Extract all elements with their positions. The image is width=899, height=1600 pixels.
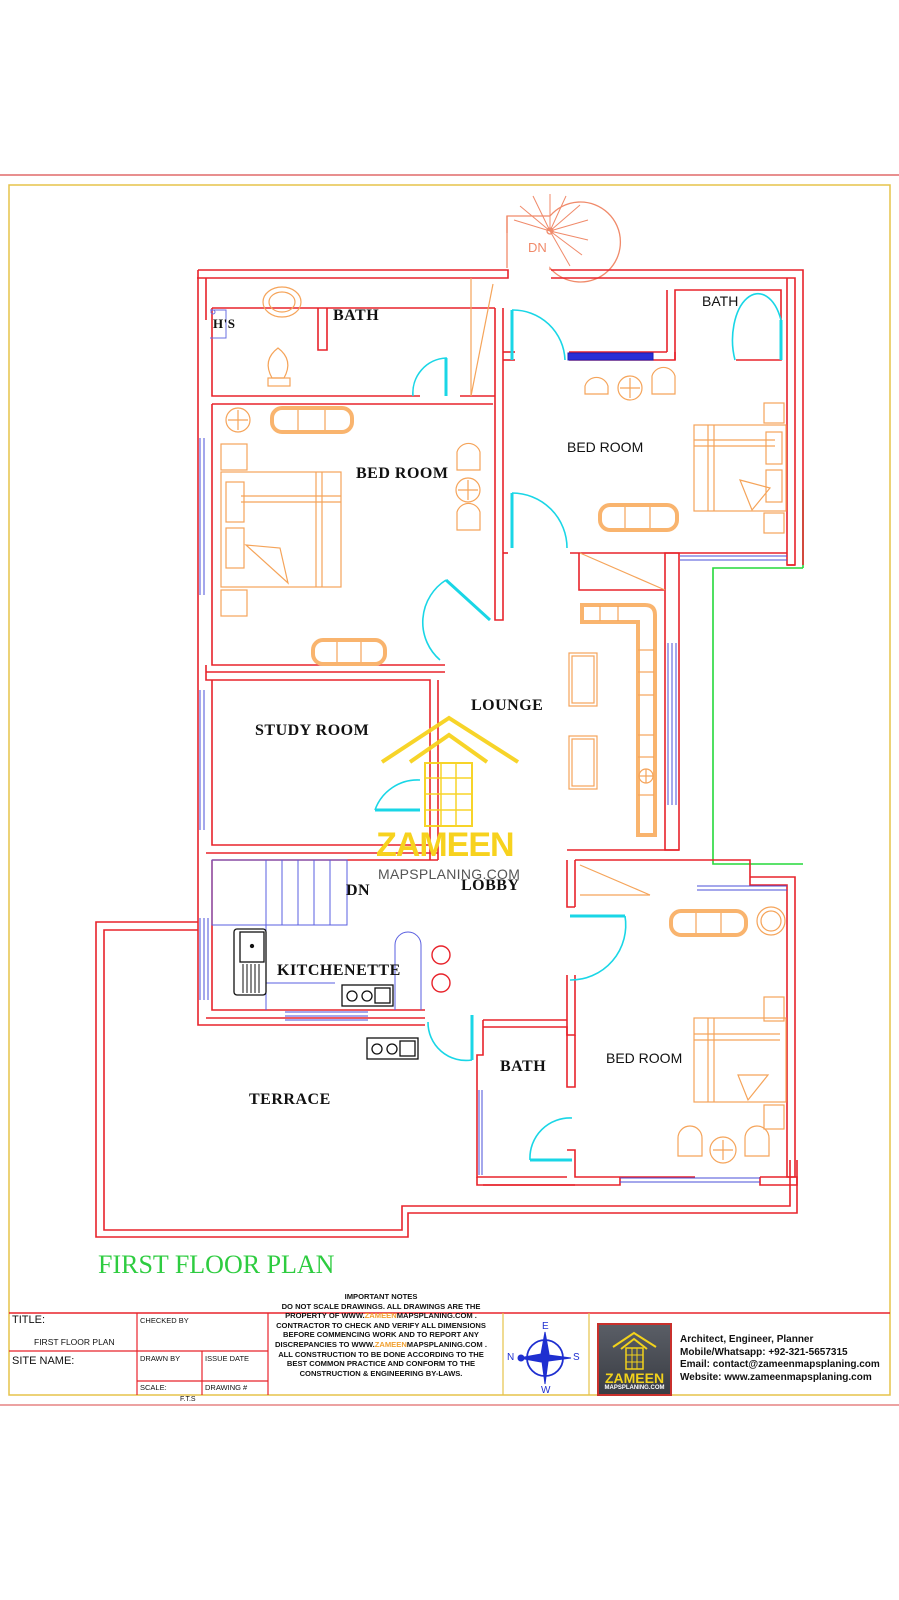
checked-by-label: CHECKED BY <box>140 1316 189 1325</box>
label-study-room: STUDY ROOM <box>255 722 370 739</box>
contact-info: Architect, Engineer, Planner Mobile/What… <box>680 1334 880 1384</box>
windows <box>199 309 787 1183</box>
label-terrace: TERRACE <box>249 1091 331 1108</box>
notes-line: DISCREPANCIES TO WWW.ZAMEENMAPSPLANING.C… <box>275 1339 487 1349</box>
compass-s: S <box>573 1352 580 1363</box>
important-notes: IMPORTANT NOTES DO NOT SCALE DRAWINGS. A… <box>268 1292 494 1378</box>
plan-title: FIRST FLOOR PLAN <box>98 1250 335 1279</box>
label-kitchenette: KITCHENETTE <box>277 962 401 979</box>
company-logo: ZAMEEN MAPSPLANING.COM <box>597 1323 672 1396</box>
label-spiral-dn: DN <box>528 240 547 255</box>
doors <box>374 292 783 1162</box>
label-bed-room-bottom: BED ROOM <box>606 1050 683 1066</box>
drawing-number-label: DRAWING # <box>205 1383 248 1392</box>
contact-email: Email: contact@zameenmapsplaning.com <box>680 1359 880 1370</box>
title-label: TITLE: <box>12 1314 46 1326</box>
scale-label: SCALE: <box>140 1383 167 1392</box>
label-lobby: LOBBY <box>461 877 520 894</box>
notes-line: DO NOT SCALE DRAWINGS. ALL DRAWINGS ARE … <box>281 1301 481 1311</box>
issue-date-label: ISSUE DATE <box>205 1354 250 1363</box>
compass-e: E <box>542 1321 549 1332</box>
label-bath-top-right: BATH <box>702 293 739 309</box>
watermark-sub: MAPSPLANING.COM <box>378 866 521 882</box>
title-value: FIRST FLOOR PLAN <box>34 1337 115 1347</box>
spiral-staircase <box>506 194 621 283</box>
watermark-logo-icon <box>380 715 520 827</box>
logo-house-icon <box>612 1331 657 1370</box>
compass-n: N <box>507 1352 515 1363</box>
label-hs: H'S <box>213 316 236 331</box>
label-bath-top-left: BATH <box>333 307 380 324</box>
compass-icon <box>517 1331 572 1385</box>
walls <box>197 269 804 1186</box>
logo-brand: ZAMEEN <box>604 1370 665 1386</box>
site-name-label: SITE NAME: <box>12 1355 75 1367</box>
compass-w: W <box>541 1385 551 1396</box>
contact-website: Website: www.zameenmapsplaning.com <box>680 1371 872 1383</box>
notes-line: CONTRACTOR TO CHECK AND VERIFY ALL DIMEN… <box>276 1320 486 1330</box>
title-block-grid <box>9 1312 890 1395</box>
notes-line: BEST COMMON PRACTICE AND CONFORM TO THE <box>286 1359 476 1369</box>
label-bath-bottom: BATH <box>500 1058 547 1075</box>
sheet-frame <box>8 184 891 1396</box>
logo-sub: MAPSPLANING.COM <box>604 1385 665 1391</box>
contact-phone: Mobile/Whatsapp: +92-321-5657315 <box>680 1346 848 1358</box>
notes-line: PROPERTY OF WWW.ZAMEENMAPSPLANING.COM . <box>285 1311 477 1321</box>
label-bed-room-left: BED ROOM <box>356 465 449 482</box>
watermark-brand: ZAMEEN <box>376 826 515 864</box>
notes-line: CONSTRUCTION & ENGINEERING BY-LAWS. <box>299 1368 463 1378</box>
kitchen-fixtures <box>233 928 419 1060</box>
notes-line: ALL CONSTRUCTION TO BE DONE ACCORDING TO… <box>278 1349 484 1359</box>
scale-value: F.T.S <box>180 1396 196 1403</box>
drawn-by-label: DRAWN BY <box>140 1354 181 1363</box>
label-stair-dn: DN <box>346 882 371 899</box>
contact-roles: Architect, Engineer, Planner <box>680 1334 814 1345</box>
bar-stools <box>431 945 451 993</box>
label-lounge: LOUNGE <box>471 697 544 714</box>
open-to-sky-outline <box>712 567 803 865</box>
furniture <box>220 278 787 1164</box>
label-bed-room-right: BED ROOM <box>567 439 644 455</box>
notes-line: BEFORE COMMENCING WORK AND TO REPORT ANY <box>283 1330 479 1340</box>
terrace-walls <box>95 921 798 1238</box>
notes-heading: IMPORTANT NOTES <box>344 1292 418 1301</box>
